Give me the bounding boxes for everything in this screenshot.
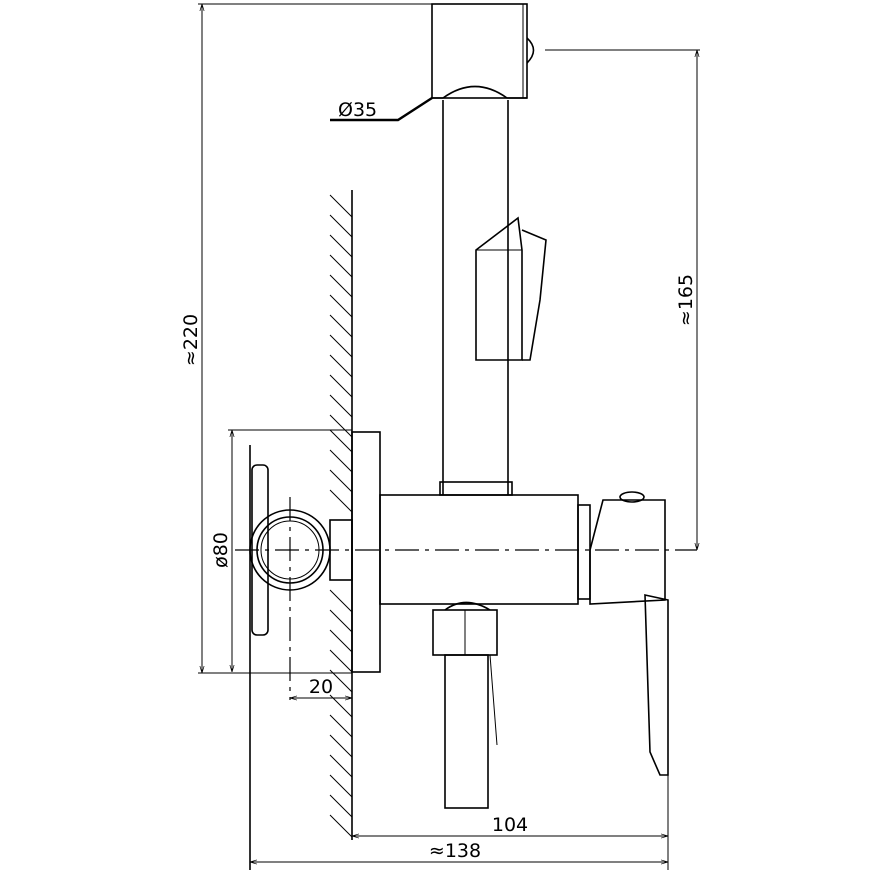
pipe-diameter-label: Ø35 xyxy=(338,99,377,121)
hatch-line xyxy=(329,714,353,738)
hatch-line xyxy=(329,234,353,258)
dimension-lines xyxy=(198,3,700,870)
hatch-line xyxy=(329,414,353,438)
hatch-line xyxy=(329,194,353,218)
hatch-line xyxy=(329,774,353,798)
hatch-line xyxy=(329,629,353,653)
flange-diameter-label: ø80 xyxy=(210,532,232,568)
wall-hatching xyxy=(329,190,353,840)
hatch-line xyxy=(329,254,353,278)
total-depth-label: ≈138 xyxy=(429,840,481,862)
hatch-line xyxy=(329,734,353,758)
side-view xyxy=(249,445,353,870)
hatch-line xyxy=(329,429,353,453)
hatch-line xyxy=(329,469,353,493)
hose-outlet xyxy=(432,601,498,809)
hatch-line xyxy=(329,214,353,238)
hatch-line xyxy=(329,274,353,298)
holder-head xyxy=(431,3,535,99)
hatch-line xyxy=(329,649,353,673)
mixer-body xyxy=(379,491,669,776)
hatch-line xyxy=(329,334,353,358)
hatch-line xyxy=(329,314,353,338)
wall-flange xyxy=(351,431,381,673)
total-height-label: ≈220 xyxy=(180,314,202,366)
hatch-line xyxy=(329,449,353,473)
hatch-line xyxy=(329,374,353,398)
body-depth-label: 104 xyxy=(492,814,528,836)
hatch-line xyxy=(329,354,353,378)
hatch-line xyxy=(329,669,353,693)
hatch-line xyxy=(329,489,353,513)
vertical-pipe xyxy=(432,85,527,496)
wall-offset-label: 20 xyxy=(309,676,333,698)
hatch-line xyxy=(329,394,353,418)
hatch-line xyxy=(329,609,353,633)
hatch-line xyxy=(329,814,353,838)
hatch-line xyxy=(329,589,353,613)
holder-height-label: ≈165 xyxy=(675,274,697,326)
shower-clip xyxy=(475,216,547,361)
hatch-line xyxy=(329,294,353,318)
hatch-line xyxy=(329,794,353,818)
hatch-line xyxy=(329,754,353,778)
